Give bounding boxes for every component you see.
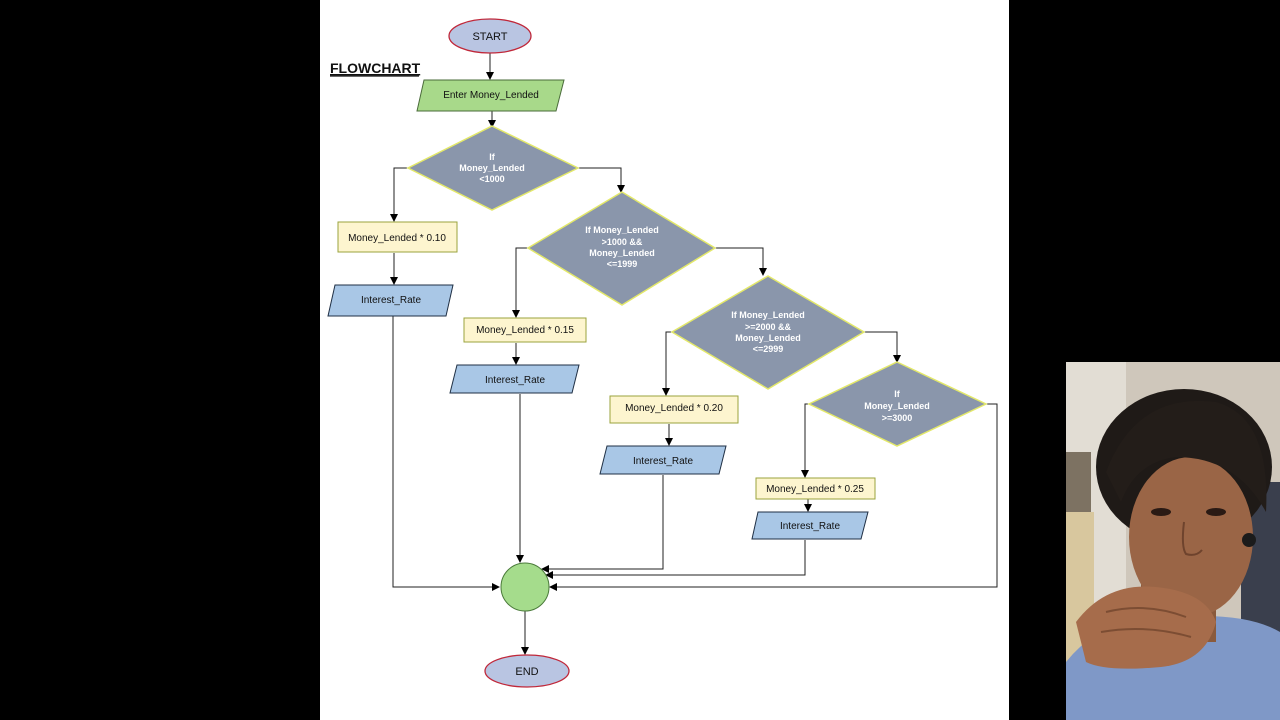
process-calc-010: Money_Lended * 0.10	[337, 221, 458, 253]
calc2-label: Money_Lended * 0.15	[476, 325, 574, 336]
decision3-line3: Money_Lended	[735, 333, 801, 343]
webcam-overlay	[1066, 362, 1280, 720]
process-calc-015: Money_Lended * 0.15	[463, 317, 587, 343]
output3-label: Interest_Rate	[633, 456, 693, 467]
decision3-line4: <=2999	[753, 344, 784, 354]
decision3-line2: >=2000 &&	[745, 322, 792, 332]
calc1-label: Money_Lended * 0.10	[348, 233, 446, 244]
decision1-line1: If	[489, 152, 496, 162]
decision3-line1: If Money_Lended	[731, 310, 805, 320]
decision1-line3: <1000	[479, 174, 504, 184]
output-interest-rate-4: Interest_Rate	[751, 511, 869, 540]
output2-label: Interest_Rate	[485, 375, 545, 386]
decision4-line1: If	[894, 389, 901, 399]
process-calc-020: Money_Lended * 0.20	[609, 395, 739, 424]
decision2-line3: Money_Lended	[589, 248, 655, 258]
flowchart-diagram: FLOWCHART START Enter Money_Lended If	[327, 18, 998, 688]
presenter-video-image	[1066, 362, 1280, 720]
decision4-line3: >=3000	[882, 413, 913, 423]
calc3-label: Money_Lended * 0.20	[625, 403, 723, 414]
output-interest-rate-2: Interest_Rate	[449, 364, 580, 394]
flowchart-heading: FLOWCHART	[330, 60, 421, 76]
input-label: Enter Money_Lended	[443, 90, 539, 101]
decision-less-than-1000: If Money_Lended <1000	[406, 125, 580, 211]
end-terminal: END	[484, 654, 570, 688]
input-node: Enter Money_Lended	[416, 79, 565, 112]
start-terminal: START	[448, 18, 532, 54]
calc4-label: Money_Lended * 0.25	[766, 484, 864, 495]
decision2-line2: >1000 &&	[602, 237, 643, 247]
output4-label: Interest_Rate	[780, 521, 840, 532]
decision-1000-to-1999: If Money_Lended >1000 && Money_Lended <=…	[526, 191, 717, 306]
connectors	[390, 53, 998, 655]
end-label: END	[515, 666, 538, 678]
decision-2000-to-2999: If Money_Lended >=2000 && Money_Lended <…	[670, 275, 866, 390]
decision2-line1: If Money_Lended	[585, 225, 659, 235]
decision-3000-or-more: If Money_Lended >=3000	[807, 361, 988, 447]
process-calc-025: Money_Lended * 0.25	[755, 477, 876, 500]
output1-label: Interest_Rate	[361, 295, 421, 306]
start-label: START	[472, 31, 507, 43]
slide: FLOWCHART START Enter Money_Lended If	[320, 0, 1009, 720]
decision2-line4: <=1999	[607, 259, 638, 269]
output-interest-rate-3: Interest_Rate	[599, 445, 727, 475]
merge-connector	[500, 562, 550, 612]
decision1-line2: Money_Lended	[459, 163, 525, 173]
output-interest-rate-1: Interest_Rate	[327, 284, 454, 317]
decision4-line2: Money_Lended	[864, 401, 930, 411]
